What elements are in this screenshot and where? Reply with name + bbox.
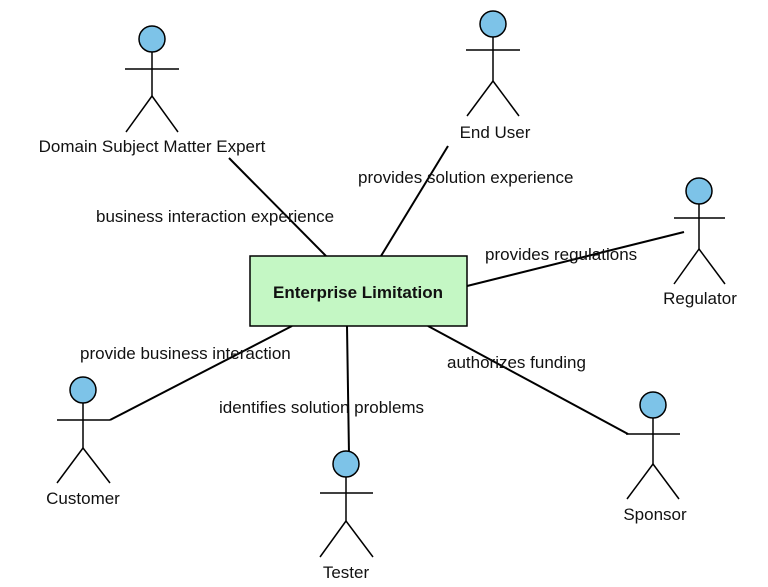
- relation-label-sponsor: authorizes funding: [447, 353, 586, 372]
- connector-customer: [109, 325, 293, 421]
- actor-regulator: Regulator: [663, 177, 737, 308]
- actor-sponsor: Sponsor: [623, 391, 687, 524]
- connector-end-user: [380, 145, 449, 257]
- actor-end-user: End User: [460, 10, 531, 142]
- stick-figure-icon: [319, 450, 374, 558]
- connector-sponsor: [427, 325, 629, 435]
- actor-tester: Tester: [319, 450, 374, 582]
- stick-figure-icon: [466, 10, 520, 117]
- connector-domain-sme: [228, 157, 327, 257]
- center-label: Enterprise Limitation: [273, 283, 443, 302]
- relation-label-customer: provide business interaction: [80, 344, 291, 363]
- actor-domain-sme: Domain Subject Matter Expert: [39, 25, 266, 156]
- connections: [109, 145, 685, 455]
- stick-figure-icon: [673, 177, 726, 285]
- actor-customer: Customer: [46, 376, 120, 508]
- relation-label-domain-sme: business interaction experience: [96, 207, 334, 226]
- stick-figure-icon: [125, 25, 179, 133]
- connector-tester: [346, 325, 350, 455]
- center-box: [249, 255, 468, 327]
- actor-label-regulator: Regulator: [663, 289, 737, 308]
- relation-label-regulator: provides regulations: [485, 245, 637, 264]
- center-node: Enterprise Limitation: [249, 255, 468, 327]
- actor-label-customer: Customer: [46, 489, 120, 508]
- stick-figure-icon: [626, 391, 680, 500]
- relation-label-tester: identifies solution problems: [219, 398, 424, 417]
- stick-figure-icon: [56, 376, 111, 484]
- actor-label-sponsor: Sponsor: [623, 505, 687, 524]
- actor-label-domain-sme: Domain Subject Matter Expert: [39, 137, 266, 156]
- actor-label-end-user: End User: [460, 123, 531, 142]
- relation-labels: business interaction experience provides…: [80, 168, 637, 417]
- actor-label-tester: Tester: [323, 563, 370, 582]
- connector-regulator: [466, 231, 685, 287]
- relation-label-end-user: provides solution experience: [358, 168, 573, 187]
